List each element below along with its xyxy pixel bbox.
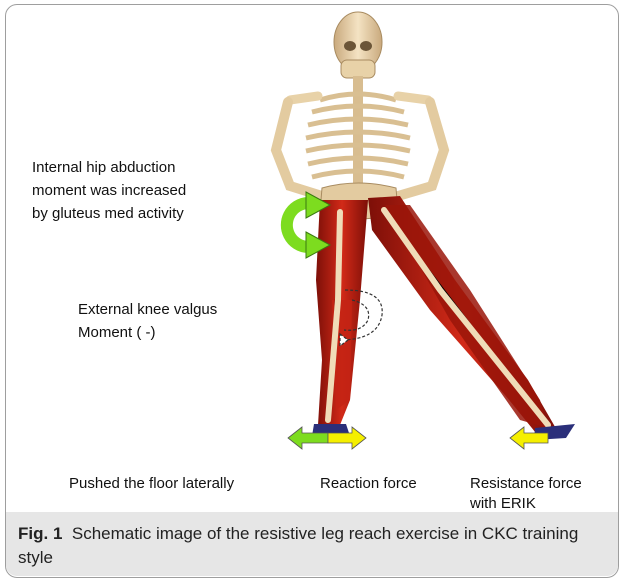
caption-text: Schematic image of the resistive leg rea… <box>18 524 578 567</box>
pushed-floor-label: Pushed the floor laterally <box>69 474 234 494</box>
figure-number: Fig. 1 <box>18 524 62 543</box>
reaction-force-label: Reaction force <box>320 474 417 494</box>
hip-annotation-line2: moment was increased <box>32 181 186 201</box>
resistance-force-label-line2: with ERIK <box>470 494 536 514</box>
figure-caption: Fig. 1 Schematic image of the resistive … <box>6 512 618 576</box>
knee-annotation-line2: Moment ( -) <box>78 323 156 343</box>
resistance-force-label-line1: Resistance force <box>470 474 582 494</box>
leg-muscles <box>316 196 558 438</box>
knee-annotation-line1: External knee valgus <box>78 300 217 320</box>
skull <box>334 12 382 78</box>
hip-annotation-line1: Internal hip abduction <box>32 158 175 178</box>
hip-annotation-line3: by gluteus med activity <box>32 204 184 224</box>
